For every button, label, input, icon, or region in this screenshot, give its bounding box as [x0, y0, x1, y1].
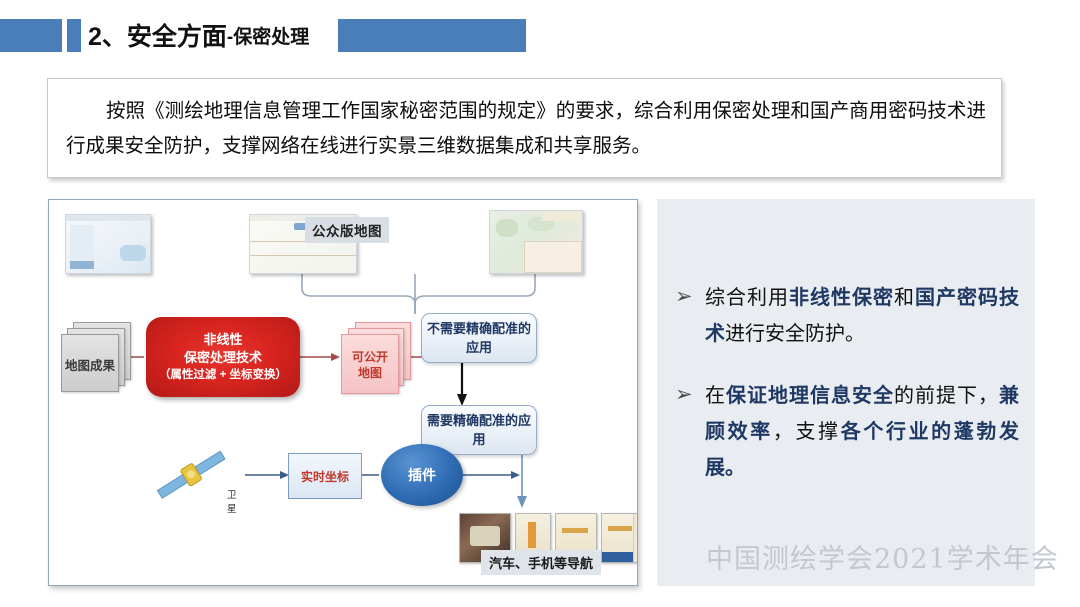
bullet-arrow-icon: ➢ — [675, 382, 693, 406]
public-doc-label1: 可公开 — [351, 350, 388, 364]
plain-text: 在 — [705, 383, 726, 407]
map-thumbnail-2-roads — [250, 241, 356, 242]
map-thumbnail-2-pin — [294, 223, 310, 230]
redbox-line1: 非线性 — [203, 331, 243, 347]
plugin-node: 插件 — [381, 444, 463, 506]
emphasis-text: 国产密码技术 — [705, 285, 1019, 345]
box-need-precise-registration-label: 需要精确配准的应用 — [426, 413, 531, 447]
workflow-diagram-panel: 公众版地图 地图成果 非线性 保密处理技术 （属性过滤 + 坐标变换） 可公开 … — [48, 199, 638, 586]
device-thumbnail-phone-3 — [601, 513, 637, 563]
box-no-precise-registration: 不需要精确配准的应用 — [421, 313, 537, 363]
list-item: ➢ 在保证地理信息安全的前提下，兼顾效率，支撑各个行业的蓬勃发展。 — [675, 377, 1019, 485]
page-title-sub: -保密处理 — [226, 26, 310, 48]
plain-text: 和 — [894, 285, 915, 309]
title-accent-block-left — [0, 19, 62, 52]
source-doc-stack: 地图成果 — [61, 322, 133, 394]
plain-text: ，支撑 — [772, 419, 841, 443]
key-points-panel: ➢ 综合利用非线性保密和国产密码技术进行安全防护。 ➢ 在保证地理信息安全的前提… — [657, 199, 1035, 586]
key-points-list: ➢ 综合利用非线性保密和国产密码技术进行安全防护。 ➢ 在保证地理信息安全的前提… — [675, 279, 1019, 511]
page-title-main: 2、安全方面 — [88, 23, 227, 51]
public-doc-stack: 可公开 地图 — [341, 322, 413, 398]
map-thumbnail-2-titlebar — [250, 215, 356, 221]
map-thumbnail-2-roads2 — [250, 255, 356, 256]
satellite-graphic: 卫星 — [149, 450, 237, 515]
summary-text-box: 按照《测绘地理信息管理工作国家秘密范围的规定》的要求，综合利用保密处理和国产商用… — [47, 78, 1002, 178]
map-thumbnail-3-top — [542, 211, 582, 221]
map-thumbnail-3-green — [496, 219, 518, 237]
map-thumbnail-1-water — [120, 245, 146, 261]
redbox-line2: 保密处理技术 — [183, 349, 262, 365]
bullet-text-1: 综合利用非线性保密和国产密码技术进行安全防护。 — [705, 279, 1019, 351]
list-item: ➢ 综合利用非线性保密和国产密码技术进行安全防护。 — [675, 279, 1019, 351]
map-thumbnail-1-titlebar — [66, 215, 150, 221]
map-thumbnail-3 — [489, 210, 583, 274]
emphasis-text: 保证地理信息安全 — [726, 383, 894, 407]
emphasis-text: 兼顾效率 — [705, 383, 1019, 443]
box-no-precise-registration-label: 不需要精确配准的应用 — [426, 321, 531, 355]
map-thumbnail-1 — [65, 214, 151, 274]
conference-watermark: 中国测绘学会2021学术年会 — [706, 544, 1059, 575]
device-phone3-side — [633, 514, 637, 562]
title-accent-block-mid — [67, 19, 81, 52]
plain-text: 综合利用 — [705, 285, 789, 309]
bullet-arrow-icon: ➢ — [675, 284, 693, 308]
plain-text: 的前提下， — [894, 383, 999, 407]
satellite-label: 卫星 — [227, 490, 237, 515]
map-thumbnail-3-inset — [524, 241, 582, 273]
emphasis-text: 非线性保密 — [789, 285, 894, 309]
plugin-label: 插件 — [408, 467, 436, 483]
realtime-coordinate-doc: 实时坐标 — [288, 453, 362, 499]
source-doc-label: 地图成果 — [64, 359, 115, 373]
realtime-coordinate-label: 实时坐标 — [300, 469, 349, 484]
source-doc-front: 地图成果 — [61, 334, 119, 392]
device-car-screen — [470, 526, 500, 546]
slide-title-bar — [0, 19, 1080, 52]
map-thumbnail-1-accent — [70, 261, 94, 269]
device-phone2-route — [562, 528, 588, 533]
public-doc-label2: 地图 — [357, 366, 382, 380]
public-map-label: 公众版地图 — [305, 217, 389, 243]
plain-text: 进行安全防护。 — [725, 321, 865, 345]
emphasis-text: 各个行业的蓬勃发展。 — [705, 419, 1020, 479]
device-phone3-route — [608, 526, 632, 531]
nonlinear-encryption-box: 非线性 保密处理技术 （属性过滤 + 坐标变换） — [146, 317, 300, 397]
page-title: 2、安全方面-保密处理 — [88, 15, 309, 55]
device-phone3-bar — [602, 552, 637, 562]
bullet-text-2: 在保证地理信息安全的前提下，兼顾效率，支撑各个行业的蓬勃发展。 — [705, 377, 1019, 485]
redbox-line3: （属性过滤 + 坐标变换） — [158, 368, 288, 381]
navigation-label: 汽车、手机等导航 — [481, 550, 602, 575]
title-accent-block-right — [338, 19, 526, 52]
summary-paragraph: 按照《测绘地理信息管理工作国家秘密范围的规定》的要求，综合利用保密处理和国产商用… — [66, 99, 986, 157]
public-doc-front: 可公开 地图 — [341, 334, 399, 394]
device-phone1-route — [528, 522, 536, 548]
